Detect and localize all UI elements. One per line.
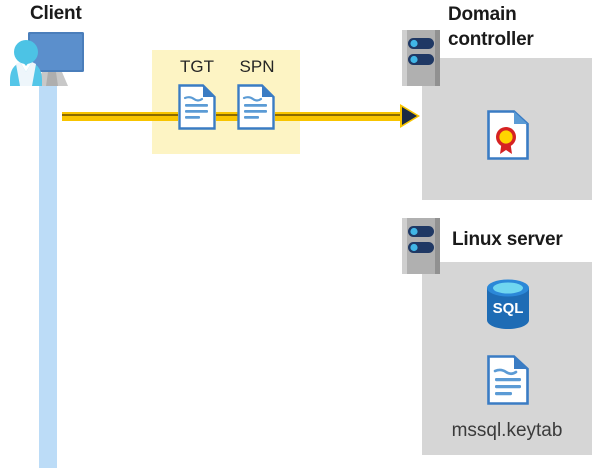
user-workstation-icon [6, 28, 92, 90]
spn-label: SPN [239, 57, 275, 76]
svg-text:SQL: SQL [493, 300, 524, 317]
client-title: Client [30, 3, 82, 24]
keytab-document-icon [487, 355, 529, 405]
certificate-document-icon [487, 110, 529, 160]
sql-database-icon: SQL [483, 278, 533, 330]
arrow-head-icon [402, 107, 417, 125]
flow-line-middle [152, 112, 178, 121]
ticket-message-box [152, 50, 300, 154]
spn-document-icon [237, 84, 275, 130]
tgt-document-icon [178, 84, 216, 130]
domain-controller-title: Domain controller [448, 2, 600, 52]
flow-line-left [62, 112, 154, 121]
domain-controller-server-rack-icon [402, 30, 440, 86]
linux-server-title: Linux server [452, 229, 563, 250]
client-lifeline [39, 86, 57, 468]
flow-line-right [300, 112, 404, 121]
domain-controller-title-line-2: controller [448, 29, 534, 50]
domain-controller-title-line-1: Domain [448, 4, 517, 25]
flow-line-middle-2 [216, 112, 238, 121]
tgt-label: TGT [180, 57, 214, 76]
keytab-filename-label: mssql.keytab [451, 420, 563, 441]
linux-server-rack-icon [402, 218, 440, 274]
flow-line-middle-3 [275, 112, 300, 121]
